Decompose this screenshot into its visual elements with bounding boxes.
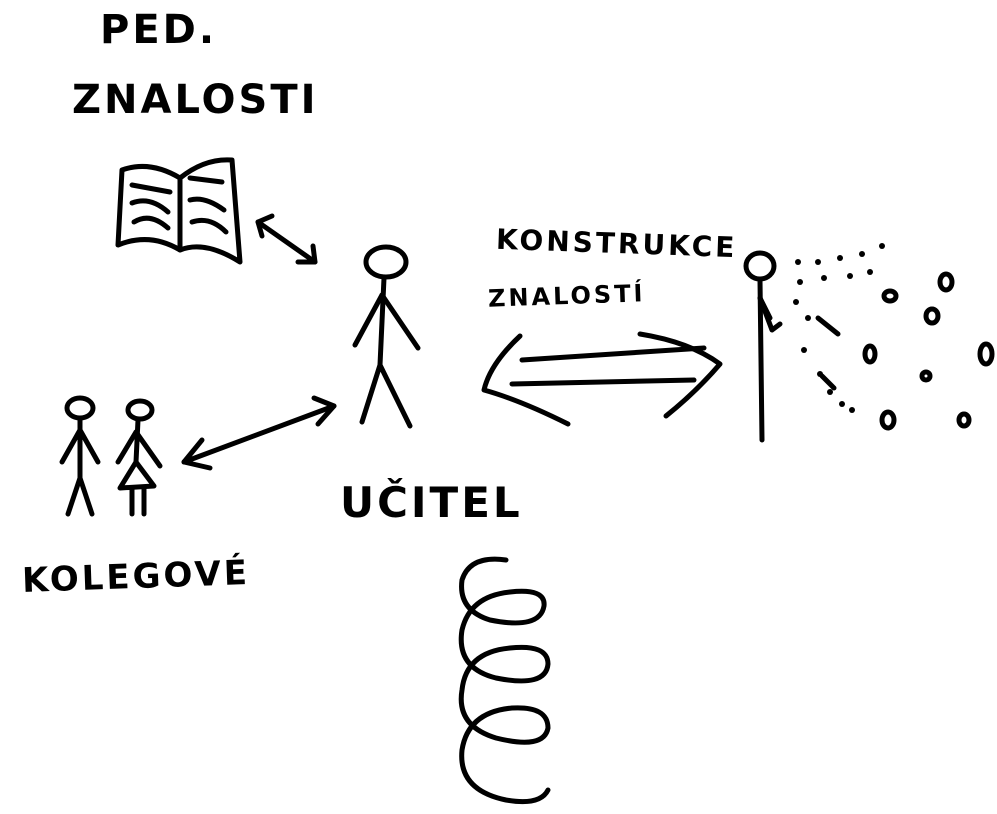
- spray-dots: [793, 243, 885, 413]
- double-arrow: [481, 331, 723, 427]
- colleague-female-figure: [115, 398, 163, 517]
- audience-dots: [862, 271, 995, 431]
- book-icon: [115, 157, 243, 265]
- label-znalosty: ZNALOSTÍ: [487, 279, 646, 313]
- label-konstrukce: KONSTRUKCE: [495, 222, 738, 265]
- label-znalosti: ZNALOSTI: [72, 77, 319, 123]
- label-ped: PED.: [100, 7, 218, 53]
- label-kolegove: KOLEGOVÉ: [21, 553, 251, 601]
- arrow-book-teacher: [255, 213, 318, 265]
- teacher-figure: [352, 244, 421, 429]
- speaker-figure: [743, 250, 783, 443]
- spray-dashes: [815, 315, 841, 391]
- arrow-colleagues-teacher: [181, 395, 337, 471]
- label-ucitel: UČITEL: [340, 478, 523, 527]
- spiral-icon: [458, 556, 551, 805]
- colleague-male-figure: [59, 395, 101, 517]
